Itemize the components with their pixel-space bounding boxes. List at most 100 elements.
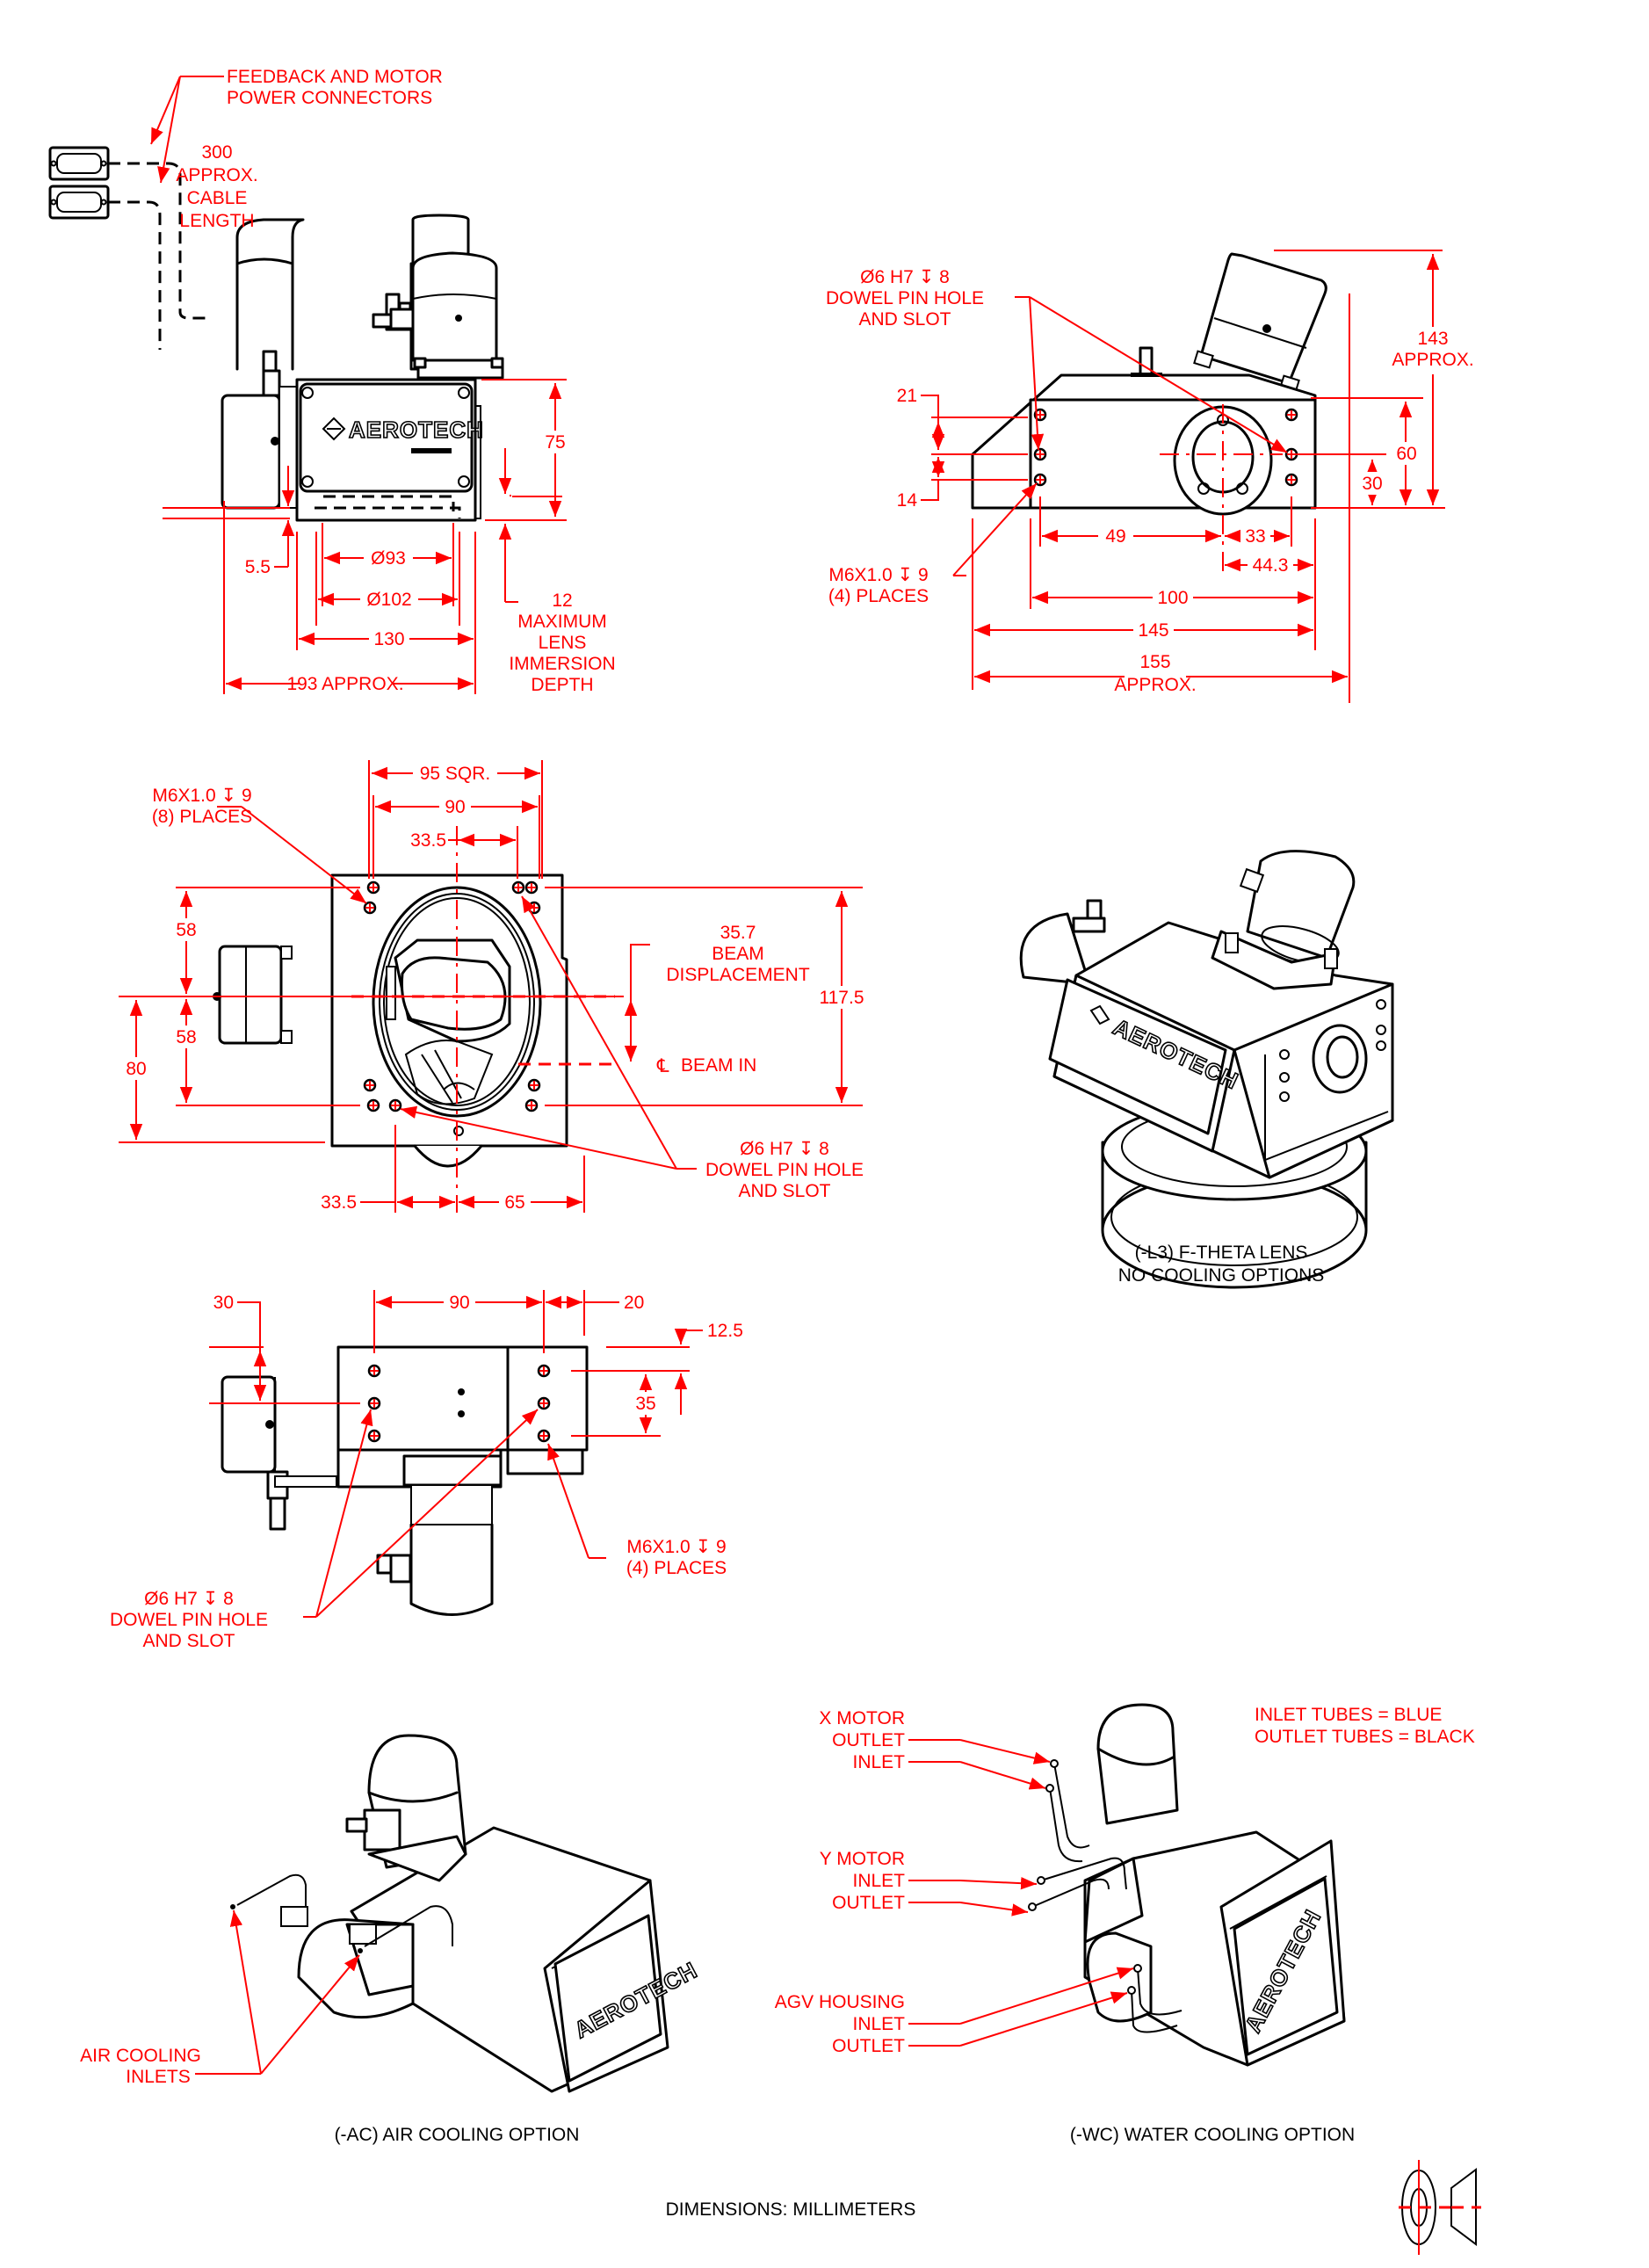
dim-offset-5-5: 5.5 <box>245 557 271 577</box>
svg-text:FEEDBACK AND MOTOR: FEEDBACK AND MOTOR <box>227 67 443 87</box>
svg-text:LENS: LENS <box>539 633 587 653</box>
svg-text:Ø6 H7 ↧ 8: Ø6 H7 ↧ 8 <box>144 1589 234 1609</box>
svg-text:12: 12 <box>552 591 572 611</box>
svg-text:Y MOTOR: Y MOTOR <box>820 1849 905 1869</box>
dim-33: 33 <box>1245 526 1265 547</box>
feedback-connector-icon <box>48 146 110 181</box>
svg-text:DOWEL PIN HOLE: DOWEL PIN HOLE <box>705 1160 864 1180</box>
top-dowel-callout: Ø6 H7 ↧ 8 DOWEL PIN HOLE AND SLOT <box>705 1139 864 1201</box>
feedback-cable <box>108 162 211 320</box>
air-cooling-callout: AIR COOLING INLETS <box>80 2046 201 2087</box>
dim-143-line2: APPROX. <box>1392 350 1473 370</box>
dim-80: 80 <box>126 1059 146 1079</box>
dim-33-5-top: 33.5 <box>410 830 446 851</box>
svg-text:OUTLET: OUTLET <box>832 1893 905 1913</box>
air-cooling-caption: (-AC) AIR COOLING OPTION <box>335 2125 580 2145</box>
dim-65: 65 <box>504 1192 524 1213</box>
svg-text:POWER CONNECTORS: POWER CONNECTORS <box>227 88 432 108</box>
side-view: 21 14 30 60 143 APPROX. 49 33 44.3 <box>826 250 1476 703</box>
svg-text:DOWEL PIN HOLE: DOWEL PIN HOLE <box>110 1610 268 1630</box>
bottom-dowel-callout: Ø6 H7 ↧ 8 DOWEL PIN HOLE AND SLOT <box>110 1589 268 1651</box>
dim-21: 21 <box>897 386 917 406</box>
bottom-view: 90 20 30 12.5 35 Ø6 H7 ↧ 8 DOWEL PIN HOL… <box>110 1290 743 1651</box>
svg-text:AND SLOT: AND SLOT <box>738 1181 830 1201</box>
beam-displacement-note: 35.7 BEAM DISPLACEMENT <box>666 923 810 985</box>
water-cooling-caption: (-WC) WATER COOLING OPTION <box>1070 2125 1355 2145</box>
svg-text:X MOTOR: X MOTOR <box>819 1708 905 1728</box>
iso-caption-line2: NO COOLING OPTIONS <box>1118 1265 1325 1286</box>
dim-33-5-bottom: 33.5 <box>321 1192 357 1213</box>
agv-housing-callouts: AGV HOUSING INLET OUTLET <box>775 1992 905 2056</box>
svg-text:INLET: INLET <box>852 1752 905 1772</box>
dim-diameter-93: Ø93 <box>371 548 406 569</box>
side-motor <box>221 394 281 510</box>
third-angle-projection-icon <box>1399 2160 1481 2255</box>
power-cable <box>108 200 162 350</box>
svg-text:AIR COOLING: AIR COOLING <box>80 2046 201 2066</box>
top-view: 95 SQR. 90 33.5 58 58 80 117.5 35.7 BEA <box>119 760 870 1214</box>
svg-text:INLET TUBES = BLUE: INLET TUBES = BLUE <box>1255 1705 1442 1725</box>
dim-height-75: 75 <box>545 432 565 453</box>
dim-60: 60 <box>1396 444 1416 464</box>
svg-text:(4) PLACES: (4) PLACES <box>626 1558 727 1578</box>
y-motor-callouts: Y MOTOR INLET OUTLET <box>820 1849 905 1913</box>
dim-58-lower: 58 <box>176 1027 196 1047</box>
svg-text:CABLE: CABLE <box>187 188 248 208</box>
svg-text:IMMERSION: IMMERSION <box>509 654 615 674</box>
svg-text:(8) PLACES: (8) PLACES <box>152 807 252 827</box>
dim-44-3: 44.3 <box>1253 555 1289 576</box>
motor-power-connector-icon <box>48 185 110 220</box>
svg-text:APPROX.: APPROX. <box>176 165 257 185</box>
svg-text:AND SLOT: AND SLOT <box>142 1631 235 1651</box>
brand-logo-text: AEROTECH <box>349 417 484 443</box>
svg-text:M6X1.0 ↧ 9: M6X1.0 ↧ 9 <box>828 565 928 585</box>
svg-text:AND SLOT: AND SLOT <box>858 309 951 330</box>
cable-length-note: 300 APPROX. CABLE LENGTH <box>176 142 257 231</box>
svg-text:Ø6 H7 ↧ 8: Ø6 H7 ↧ 8 <box>740 1139 829 1159</box>
svg-text:35.7: 35.7 <box>720 923 756 943</box>
svg-text:Ø6 H7 ↧ 8: Ø6 H7 ↧ 8 <box>860 267 950 287</box>
svg-text:INLET: INLET <box>852 1871 905 1891</box>
svg-text:OUTLET: OUTLET <box>832 2036 905 2056</box>
dim-20: 20 <box>624 1293 644 1313</box>
dim-145: 145 <box>1138 620 1168 641</box>
side-tap-callout: M6X1.0 ↧ 9 (4) PLACES <box>828 565 929 606</box>
svg-text:LENGTH: LENGTH <box>179 211 254 231</box>
dim-overall-193: 193 APPROX. <box>286 674 403 694</box>
dim-58-upper: 58 <box>176 920 196 940</box>
dim-12-5: 12.5 <box>707 1321 743 1341</box>
dim-diameter-102: Ø102 <box>366 590 411 610</box>
dim-width-130: 130 <box>373 629 404 649</box>
air-cooling-view: AEROTECH AIR COOLING INLETS (-AC) AIR CO… <box>80 1734 703 2145</box>
svg-text:DISPLACEMENT: DISPLACEMENT <box>666 965 810 985</box>
dim-30-bottom: 30 <box>213 1293 234 1313</box>
dim-155-line1: 155 <box>1139 652 1170 672</box>
top-tap-callout: M6X1.0 ↧ 9 (8) PLACES <box>152 786 252 827</box>
immersion-depth-note: 12 MAXIMUM LENS IMMERSION DEPTH <box>509 591 615 695</box>
dim-49: 49 <box>1105 526 1125 547</box>
svg-text:M6X1.0 ↧ 9: M6X1.0 ↧ 9 <box>626 1537 726 1557</box>
dim-155-line2: APPROX. <box>1114 675 1196 695</box>
water-cooling-view: AEROTECH X MOTOR OUTLET INLET Y MOTOR IN… <box>775 1703 1475 2145</box>
beam-in-label: BEAM IN <box>681 1055 756 1076</box>
units-note: DIMENSIONS: MILLIMETERS <box>666 2199 916 2220</box>
x-motor-callouts: X MOTOR OUTLET INLET <box>819 1708 905 1772</box>
svg-text:INLET: INLET <box>852 2014 905 2034</box>
dim-35: 35 <box>635 1394 655 1414</box>
svg-text:OUTLET TUBES = BLACK: OUTLET TUBES = BLACK <box>1255 1727 1475 1747</box>
tilted-motor <box>1199 252 1327 385</box>
svg-text:AGV HOUSING: AGV HOUSING <box>775 1992 905 2012</box>
svg-text:MAXIMUM: MAXIMUM <box>517 612 607 632</box>
svg-text:DOWEL PIN HOLE: DOWEL PIN HOLE <box>826 288 984 308</box>
svg-text:OUTLET: OUTLET <box>832 1730 905 1750</box>
dim-100: 100 <box>1157 588 1188 608</box>
side-dowel-callout: Ø6 H7 ↧ 8 DOWEL PIN HOLE AND SLOT <box>826 267 984 330</box>
iso-caption-line1: (-L3) F-THETA LENS <box>1135 1243 1308 1263</box>
dim-117-5: 117.5 <box>820 988 864 1008</box>
svg-text:M6X1.0 ↧ 9: M6X1.0 ↧ 9 <box>152 786 251 806</box>
svg-text:(4) PLACES: (4) PLACES <box>828 586 929 606</box>
dim-143-line1: 143 <box>1417 329 1448 349</box>
dim-90-bottom: 90 <box>449 1293 469 1313</box>
centerline-symbol: ℄ <box>656 1056 669 1076</box>
